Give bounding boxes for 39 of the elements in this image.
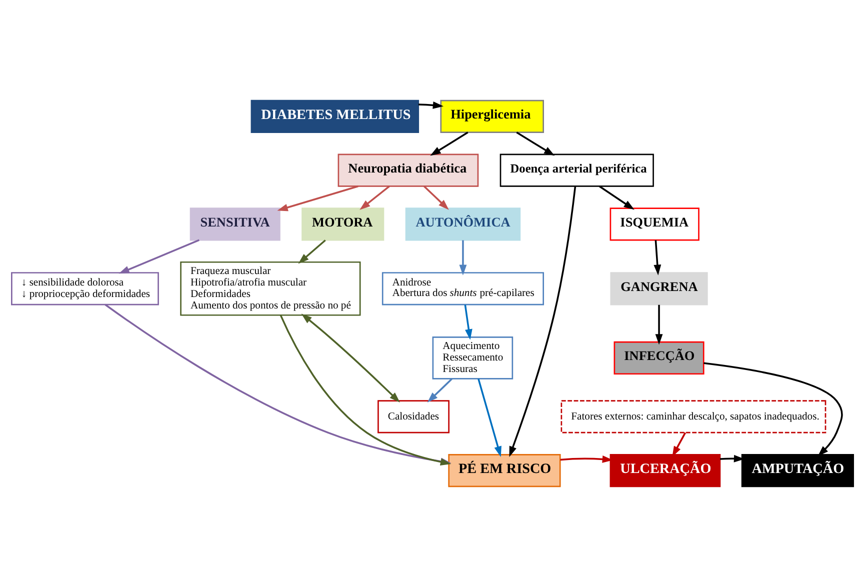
arrow [464, 304, 472, 340]
node-box: ↓ sensibilidade dolorosa ↓ propriocepção deformidades [11, 272, 159, 305]
arrow [418, 101, 444, 108]
node-box: INFECÇÃO [614, 340, 704, 374]
node-box: PÉ EM RISCO [448, 454, 561, 487]
arrow [277, 184, 358, 211]
arrow [423, 185, 449, 210]
arrow [672, 432, 686, 456]
node-box: Fraqueza muscular Hipotrofia/atrofia muscular Deformidades Aumento dos pontos de pressão no pé [180, 260, 361, 316]
arrow [478, 378, 502, 456]
arrow [301, 313, 400, 402]
node-box: Aquecimento Ressecamento Fissuras [432, 336, 514, 379]
arrow [560, 455, 613, 462]
arrow [655, 304, 663, 344]
node-box: AUTONÔMICA [405, 207, 521, 240]
node-box: Fatores externos: caminhar descalço, sapatos inadequados. [560, 400, 826, 433]
arrow [598, 185, 634, 210]
arrow [516, 131, 555, 156]
node-box: ISQUEMIA [610, 207, 700, 240]
node-box: Anidrose Abertura dos shunts pré-capilares [382, 272, 544, 305]
arrow [459, 240, 467, 275]
arrow [654, 240, 662, 275]
arrow [430, 131, 468, 156]
node-box: Doença arterial periférica [500, 153, 654, 186]
arrow [118, 238, 200, 274]
node-box: AMPUTAÇÃO [741, 454, 854, 487]
node-box: GANGRENA [610, 272, 708, 305]
arrow [360, 185, 390, 210]
arrow [427, 378, 453, 402]
node-box: Neuropatia diabética [338, 153, 479, 186]
node-box: DIABETES MELLITUS [250, 99, 420, 132]
node-box: MOTORA [302, 207, 384, 240]
node-box: Hiperglicemia [440, 99, 544, 132]
arrow [298, 239, 326, 264]
arrow [704, 362, 843, 456]
node-box: Calosidades [378, 400, 450, 433]
node-box: ULCERAÇÃO [610, 454, 721, 487]
node-box: SENSITIVA [190, 207, 280, 240]
arrow [509, 186, 576, 457]
